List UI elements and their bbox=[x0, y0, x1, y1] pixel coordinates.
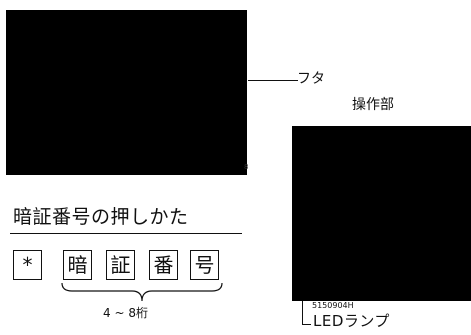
control-panel-callout: 操作部 bbox=[352, 97, 394, 113]
key-code-1: 暗 bbox=[63, 250, 92, 280]
photo-code-label: 8 bbox=[244, 163, 249, 171]
digit-range-brace bbox=[61, 282, 223, 302]
section-title-underline bbox=[10, 233, 242, 234]
led-leader-line bbox=[302, 301, 311, 325]
lid-leader-line bbox=[248, 80, 298, 81]
key-code-4: 号 bbox=[190, 250, 219, 280]
key-asterisk: * bbox=[13, 250, 42, 280]
device-lid-photo bbox=[6, 10, 247, 175]
lid-callout: フタ bbox=[297, 71, 325, 87]
led-lamp-callout: LEDランプ bbox=[313, 312, 390, 330]
panel-photo-code-label: 5150904H bbox=[312, 301, 354, 310]
digit-count-caption: 4 ~ 8桁 bbox=[103, 306, 148, 320]
key-code-2: 証 bbox=[106, 250, 135, 280]
key-code-3: 番 bbox=[149, 250, 178, 280]
control-panel-photo bbox=[292, 126, 471, 301]
section-title: 暗証番号の押しかた bbox=[13, 206, 189, 228]
